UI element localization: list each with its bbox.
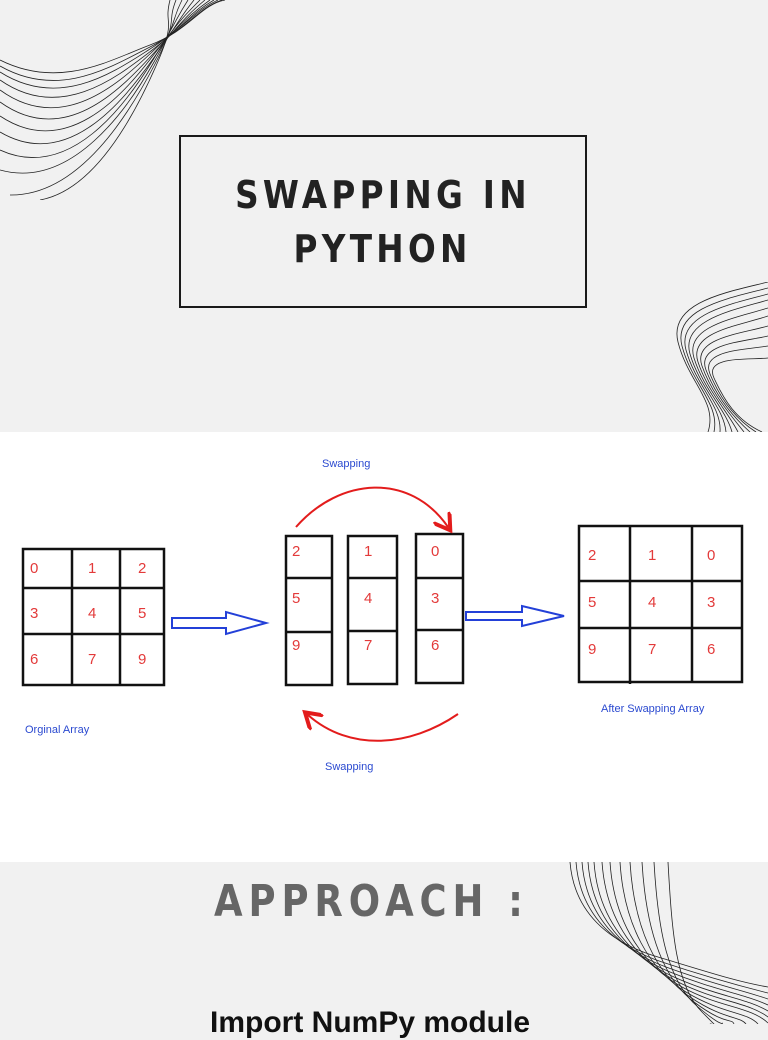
result-cell-0-0: 2 [588, 547, 596, 564]
bottom-swapping-label: Swapping [325, 761, 374, 773]
decorative-wave-top-left [0, 0, 226, 200]
result-cell-0-1: 1 [648, 547, 656, 564]
original-array-values: 0 1 2 3 4 5 6 7 9 [30, 560, 146, 668]
slide-title-line-1: SWAPPING IN [235, 172, 531, 217]
result-cell-1-2: 3 [707, 594, 715, 611]
original-cell-0-0: 0 [30, 560, 38, 577]
result-cell-1-1: 4 [648, 594, 656, 611]
middle-cell-2-1: 3 [431, 590, 439, 607]
decorative-wave-right [676, 282, 768, 432]
flow-arrow-right [465, 604, 565, 628]
original-cell-1-0: 3 [30, 605, 38, 622]
middle-cell-0-2: 9 [292, 637, 300, 654]
top-swapping-label: Swapping [322, 458, 371, 470]
slide-title-line-2: PYTHON [293, 226, 473, 271]
middle-cell-0-1: 5 [292, 590, 300, 607]
flow-arrow-left [171, 610, 270, 636]
original-cell-0-2: 2 [138, 560, 146, 577]
middle-cell-1-0: 1 [364, 543, 372, 560]
result-cell-2-2: 6 [707, 641, 715, 658]
middle-cell-1-2: 7 [364, 637, 372, 654]
middle-cell-0-0: 2 [292, 543, 300, 560]
original-array-grid [21, 547, 166, 687]
middle-cell-2-0: 0 [431, 543, 439, 560]
result-array-values: 2 1 0 5 4 3 9 7 6 [588, 547, 715, 658]
swap-arrow-bottom [308, 714, 459, 742]
original-cell-2-2: 9 [138, 651, 146, 668]
original-cell-1-2: 5 [138, 605, 146, 622]
swap-arrow-top [295, 486, 448, 527]
decorative-wave-bottom-right [569, 862, 768, 1024]
after-swapping-label: After Swapping Array [601, 703, 705, 715]
result-array-grid [577, 524, 744, 684]
title-box: SWAPPING IN PYTHON [179, 135, 587, 308]
result-cell-0-2: 0 [707, 547, 715, 564]
middle-columns [284, 532, 465, 687]
original-cell-2-1: 7 [88, 651, 96, 668]
first-step-text: Import NumPy module [210, 1006, 531, 1039]
result-cell-2-0: 9 [588, 641, 596, 658]
result-cell-1-0: 5 [588, 594, 596, 611]
original-cell-2-0: 6 [30, 651, 38, 668]
result-cell-2-1: 7 [648, 641, 656, 658]
original-cell-0-1: 1 [88, 560, 96, 577]
middle-cell-1-1: 4 [364, 590, 372, 607]
approach-heading: APPROACH : [214, 876, 529, 927]
middle-cell-2-2: 6 [431, 637, 439, 654]
original-cell-1-1: 4 [88, 605, 96, 622]
original-array-label: Orginal Array [25, 724, 90, 736]
